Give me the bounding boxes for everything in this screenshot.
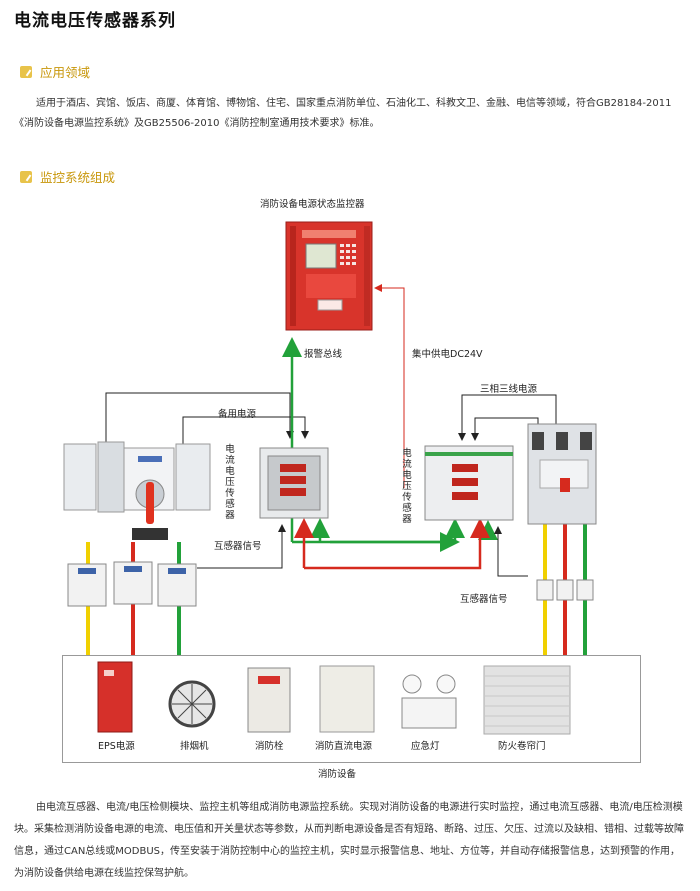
device-label: 排烟机 — [180, 741, 209, 752]
device-label: 消防直流电源 — [315, 741, 373, 752]
right-sensor-module — [424, 445, 514, 521]
equipment-group-label: 消防设备 — [318, 769, 357, 780]
application-paragraph: 适用于酒店、宾馆、饭店、商厦、体育馆、博物馆、住宅、国家重点消防单位、石油化工、… — [14, 98, 672, 129]
fire-hydrant-box-icon — [247, 667, 291, 733]
device-label: 应急灯 — [411, 741, 440, 752]
fire-power-monitor — [285, 221, 373, 331]
three-phase-label: 三相三线电源 — [480, 384, 538, 395]
smoke-fan-icon — [168, 680, 216, 728]
dc24v-label: 集中供电DC24V — [412, 349, 483, 360]
equipment-box — [62, 655, 641, 763]
monitor-label: 消防设备电源状态监控器 — [260, 199, 365, 210]
green-bus-horizontal — [292, 518, 465, 544]
three-phase-line-2 — [471, 417, 539, 441]
backup-power-line-2 — [182, 416, 309, 445]
description-paragraph: 由电流互感器、电流/电压检侧模块、监控主机等组成消防电源监控系统。实现对消防设备… — [14, 802, 684, 879]
left-sensor-meter — [259, 447, 329, 519]
section-heading-text: 应用领域 — [40, 65, 91, 80]
backup-power-line — [105, 392, 294, 449]
dual-power-switch — [63, 441, 211, 540]
ct-signal-right-label: 互感器信号 — [460, 594, 508, 605]
section-heading-system: 监控系统组成 — [20, 167, 115, 186]
current-transformer-right — [536, 579, 594, 601]
sensor-right-label: 电流电压传感器 — [402, 448, 412, 525]
pencil-icon — [20, 65, 32, 78]
ct-signal-left-label: 互感器信号 — [214, 541, 262, 552]
pencil-icon — [20, 170, 32, 183]
ct-signal-left — [197, 524, 286, 569]
fire-shutter-icon — [483, 665, 571, 735]
device-label: 防火卷帘门 — [498, 741, 546, 752]
dc24v-line — [374, 284, 405, 488]
eps-power-icon — [97, 661, 133, 733]
circuit-breaker — [527, 423, 597, 525]
three-phase-line — [458, 394, 557, 441]
emergency-light-icon — [401, 674, 457, 729]
section-heading-text: 监控系统组成 — [40, 170, 116, 185]
current-transformer-left — [67, 561, 197, 607]
page-title: 电流电压传感器系列 — [14, 11, 176, 31]
alarm-bus-label: 报警总线 — [304, 349, 343, 360]
dc-power-cabinet-icon — [319, 665, 375, 733]
sensor-left-label: 电流电压传感器 — [225, 444, 235, 521]
backup-power-label: 备用电源 — [218, 409, 257, 420]
red-bus-line — [304, 518, 490, 570]
section-heading-application: 应用领域 — [20, 62, 90, 81]
ct-signal-right — [494, 526, 528, 577]
device-label: EPS电源 — [98, 741, 135, 752]
device-label: 消防栓 — [255, 741, 284, 752]
